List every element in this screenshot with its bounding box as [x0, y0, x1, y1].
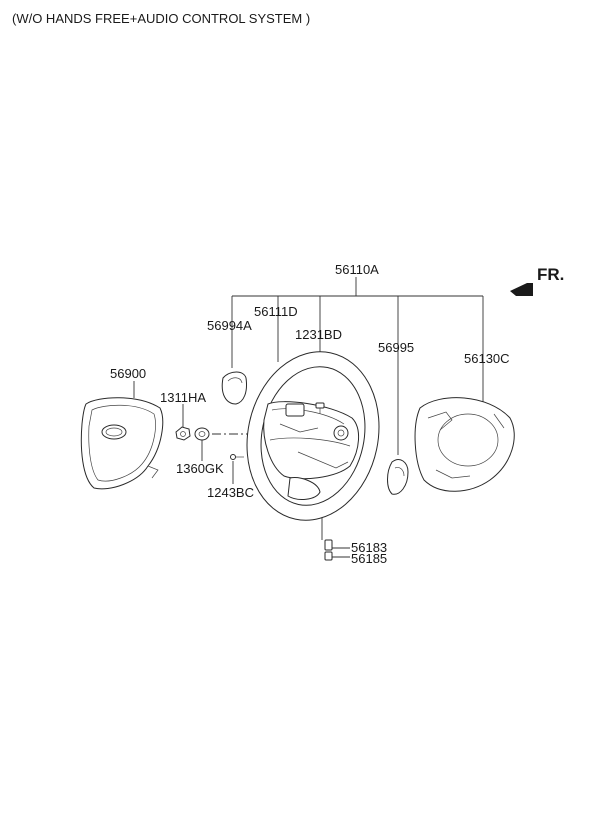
airbag-washer [194, 427, 210, 441]
part-label-56995: 56995 [378, 340, 414, 355]
leader-lines [133, 277, 484, 558]
front-arrow-icon [510, 283, 533, 296]
right-switch-cover [387, 459, 409, 495]
part-label-56900: 56900 [110, 366, 146, 381]
small-screw [230, 454, 244, 460]
airbag-module [80, 397, 164, 490]
part-label-56130C: 56130C [464, 351, 510, 366]
bottom-bolts [324, 539, 333, 561]
left-switch-cover [221, 371, 247, 405]
part-label-56110A: 56110A [335, 262, 379, 277]
front-direction-indicator: FR. [510, 265, 564, 296]
part-label-1231BD: 1231BD [295, 327, 342, 342]
airbag-nut [175, 426, 191, 441]
part-label-56994A: 56994A [207, 318, 252, 333]
diagram-title: (W/O HANDS FREE+AUDIO CONTROL SYSTEM ) [12, 11, 310, 26]
part-label-1311HA: 1311HA [160, 390, 206, 405]
rear-cover [414, 397, 515, 492]
part-label-56183: 56183 [351, 540, 387, 555]
part-label-1360GK: 1360GK [176, 461, 224, 476]
kia-emblem-icon [101, 424, 127, 440]
steering-wheel [246, 351, 380, 521]
part-label-1243BC: 1243BC [207, 485, 254, 500]
part-label-56111D: 56111D [254, 304, 298, 319]
hub-bolt [315, 402, 325, 414]
front-label: FR. [537, 265, 564, 284]
part-label-56185: 56185 [351, 551, 387, 566]
